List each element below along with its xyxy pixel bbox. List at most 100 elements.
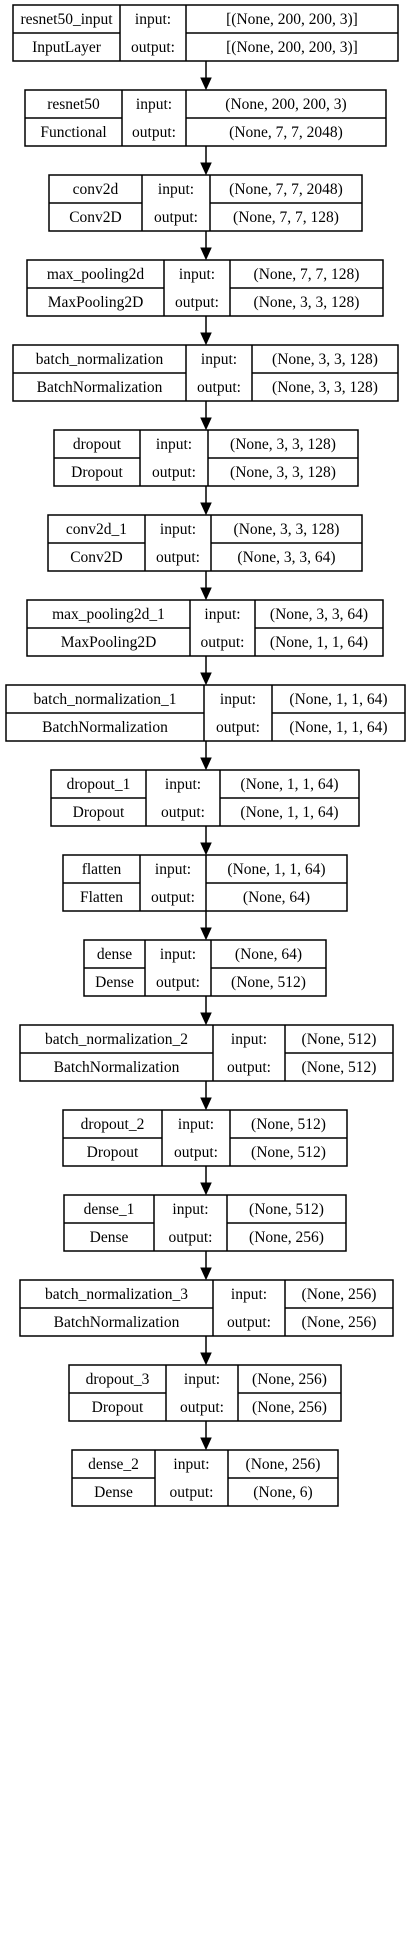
edge-arrow [200, 826, 212, 856]
output-label: output: [132, 124, 176, 141]
output-shape: (None, 7, 7, 2048) [229, 124, 343, 141]
layer-type: BatchNormalization [54, 1059, 180, 1076]
layer-type: InputLayer [32, 39, 102, 56]
input-shape: (None, 256) [302, 1286, 377, 1303]
output-shape: (None, 7, 7, 128) [233, 209, 339, 226]
layer-type: Conv2D [69, 209, 122, 226]
layer-type: Conv2D [70, 549, 123, 566]
output-shape: (None, 6) [253, 1484, 312, 1501]
output-label: output: [227, 1314, 271, 1331]
input-label: input: [172, 1201, 208, 1218]
arrowhead [200, 77, 212, 91]
input-label: input: [179, 266, 215, 283]
edge-arrow [200, 1336, 212, 1366]
layer-name: batch_normalization_3 [45, 1286, 188, 1303]
output-label: output: [152, 464, 196, 481]
input-shape: (None, 64) [235, 946, 302, 963]
layer-name: batch_normalization_1 [34, 691, 177, 708]
output-label: output: [169, 1229, 213, 1246]
input-label: input: [178, 1116, 214, 1133]
layer-type: Dropout [73, 804, 125, 821]
input-label: input: [204, 606, 240, 623]
arrowhead [200, 162, 212, 176]
edge-arrow [200, 741, 212, 771]
layer-name: resnet50 [47, 96, 100, 113]
arrowhead [200, 247, 212, 261]
layer-node: max_pooling2d_1MaxPooling2Dinput:output:… [26, 599, 384, 657]
layer-name: dense [97, 946, 132, 963]
edge-arrow [200, 316, 212, 346]
layer-name: dense_1 [84, 1201, 135, 1218]
arrowhead [200, 502, 212, 516]
arrowhead [200, 672, 212, 686]
edge-arrow [200, 61, 212, 91]
output-shape: (None, 1, 1, 64) [240, 804, 338, 821]
output-shape: (None, 256) [302, 1314, 377, 1331]
layer-type: Functional [40, 124, 106, 141]
arrowhead [200, 842, 212, 856]
output-label: output: [156, 974, 200, 991]
input-label: input: [165, 776, 201, 793]
arrowhead [200, 1097, 212, 1111]
output-shape: (None, 512) [231, 974, 306, 991]
layer-name: dropout_1 [67, 776, 131, 793]
input-shape: (None, 512) [302, 1031, 377, 1048]
arrowhead [200, 927, 212, 941]
edge-arrow [200, 1421, 212, 1451]
edge-arrow [200, 486, 212, 516]
edge-arrow [200, 1081, 212, 1111]
layer-name: dense_2 [88, 1456, 139, 1473]
layer-name: resnet50_input [20, 11, 113, 28]
input-shape: (None, 512) [251, 1116, 326, 1133]
layer-type: Dropout [87, 1144, 139, 1161]
layer-name: flatten [82, 861, 122, 878]
input-shape: (None, 256) [252, 1371, 327, 1388]
output-shape: (None, 1, 1, 64) [270, 634, 368, 651]
output-shape: (None, 64) [243, 889, 310, 906]
layer-node: batch_normalization_1BatchNormalizationi… [5, 684, 406, 742]
layer-node: batch_normalization_2BatchNormalizationi… [19, 1024, 394, 1082]
input-shape: (None, 1, 1, 64) [289, 691, 387, 708]
layer-type: BatchNormalization [37, 379, 163, 396]
layer-name: dropout_2 [81, 1116, 145, 1133]
output-label: output: [154, 209, 198, 226]
output-label: output: [156, 549, 200, 566]
layer-type: BatchNormalization [54, 1314, 180, 1331]
layer-name: batch_normalization_2 [45, 1031, 188, 1048]
output-shape: (None, 1, 1, 64) [289, 719, 387, 736]
arrowhead [200, 757, 212, 771]
edge-arrow [200, 571, 212, 601]
input-label: input: [156, 436, 192, 453]
layer-type: Dense [90, 1229, 129, 1246]
layer-name: max_pooling2d_1 [52, 606, 165, 623]
layer-type: Dropout [71, 464, 123, 481]
output-shape: (None, 3, 3, 64) [237, 549, 335, 566]
input-label: input: [220, 691, 256, 708]
input-label: input: [201, 351, 237, 368]
input-label: input: [158, 181, 194, 198]
edge-arrow [200, 911, 212, 941]
output-label: output: [216, 719, 260, 736]
input-shape: (None, 1, 1, 64) [227, 861, 325, 878]
layer-type: Dropout [92, 1399, 144, 1416]
edge-arrow [200, 401, 212, 431]
edge-arrow [200, 146, 212, 176]
output-label: output: [174, 1144, 218, 1161]
layer-name: conv2d_1 [66, 521, 127, 538]
input-shape: [(None, 200, 200, 3)] [226, 11, 358, 28]
arrowhead [200, 1182, 212, 1196]
arrowhead [200, 332, 212, 346]
layer-name: max_pooling2d [47, 266, 145, 283]
layer-name: conv2d [73, 181, 119, 198]
arrowhead [200, 1267, 212, 1281]
output-shape: (None, 3, 3, 128) [272, 379, 378, 396]
arrowhead [200, 1437, 212, 1451]
output-label: output: [151, 889, 195, 906]
arrowhead [200, 417, 212, 431]
